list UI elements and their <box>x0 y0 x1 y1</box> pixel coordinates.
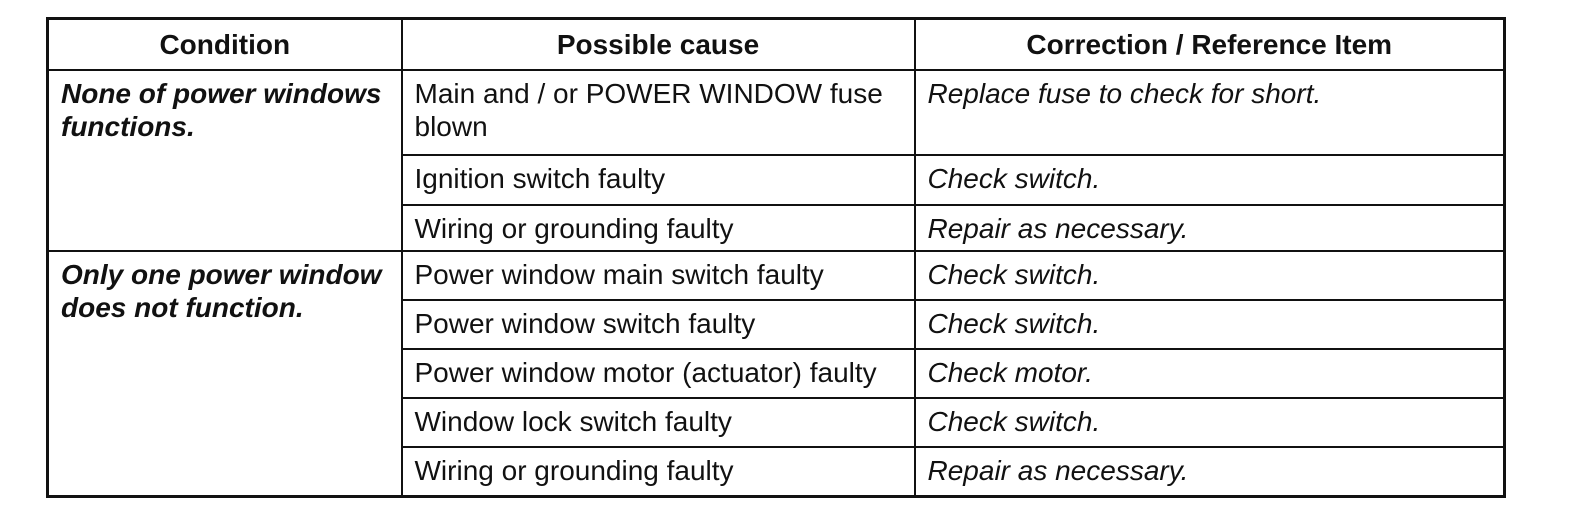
condition-cell: Only one power window does not function. <box>46 249 403 498</box>
cause-cell: Window lock switch faulty <box>400 396 916 448</box>
correction-cell: Repair as necessary. <box>913 203 1506 252</box>
cause-cell: Main and / or POWER WINDOW fuse blown <box>400 68 916 156</box>
table-row: Wiring or grounding faulty Repair as nec… <box>48 203 1506 252</box>
table-row: Window lock switch faulty Check switch. <box>48 396 1506 448</box>
correction-cell: Replace fuse to check for short. <box>913 68 1506 156</box>
correction-cell: Check switch. <box>913 249 1506 301</box>
troubleshooting-table: Condition Possible cause Correction / Re… <box>46 17 1506 498</box>
col-header-correction: Correction / Reference Item <box>913 17 1506 71</box>
cause-cell: Power window main switch faulty <box>400 249 916 301</box>
table-row: Wiring or grounding faulty Repair as nec… <box>48 445 1506 498</box>
correction-cell: Check switch. <box>913 298 1506 350</box>
header-row: Condition Possible cause Correction / Re… <box>46 17 1506 71</box>
correction-cell: Check switch. <box>913 396 1506 448</box>
cause-cell: Wiring or grounding faulty <box>400 445 916 498</box>
correction-cell: Check switch. <box>913 153 1506 206</box>
table-row: None of power windows functions. Main an… <box>46 68 1506 252</box>
cause-cell: Ignition switch faulty <box>400 153 916 206</box>
condition-cell: None of power windows functions. <box>46 68 403 252</box>
table-row: Only one power window does not function.… <box>46 249 1506 498</box>
cause-cell: Power window motor (actuator) faulty <box>400 347 916 399</box>
cause-cell: Power window switch faulty <box>400 298 916 350</box>
col-header-possible-cause: Possible cause <box>400 17 916 71</box>
table-row: Ignition switch faulty Check switch. <box>48 153 1506 206</box>
col-header-condition: Condition <box>46 17 403 71</box>
table-row: Power window motor (actuator) faulty Che… <box>48 347 1506 399</box>
cause-cell: Wiring or grounding faulty <box>400 203 916 252</box>
table-row: Power window switch faulty Check switch. <box>48 298 1506 350</box>
correction-cell: Repair as necessary. <box>913 445 1506 498</box>
correction-cell: Check motor. <box>913 347 1506 399</box>
